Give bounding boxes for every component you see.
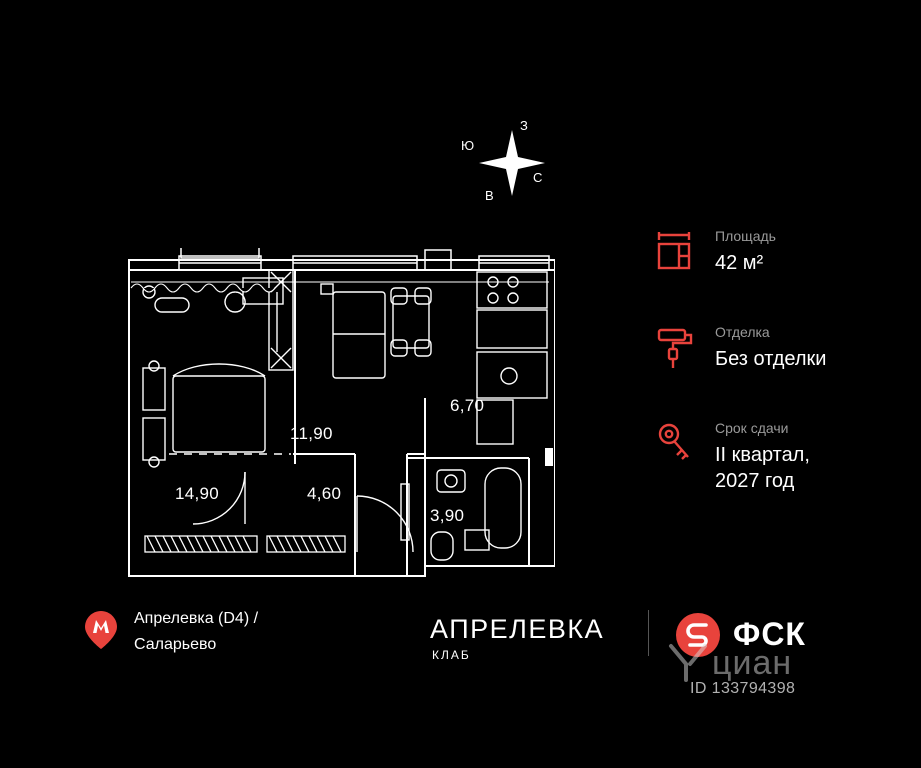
info-title-deadline: Срок сдачи (715, 420, 789, 436)
room-area-living-room: 11,90 (290, 424, 333, 443)
brand-divider (648, 610, 649, 656)
paint-roller-icon (655, 326, 701, 372)
room-area-kitchen: 6,70 (450, 396, 485, 415)
property-info: Площадь 42 м² Отделка Без отделки (655, 228, 895, 534)
info-title-finishing: Отделка (715, 324, 770, 340)
info-value-area: 42 м² (715, 252, 764, 274)
complex-subtitle: КЛАБ (432, 648, 471, 662)
brand-block: АПРЕЛЕВКА КЛАБ ФСК (430, 608, 860, 668)
developer-name: ФСК (733, 616, 806, 652)
complex-name: АПРЕЛЕВКА (430, 614, 605, 644)
cian-logo-icon (669, 644, 707, 682)
watermark-id: ID 133794398 (690, 680, 796, 697)
metro-pin-icon (84, 610, 118, 650)
floor-plan: 11,90 6,70 14,90 4,60 3,90 (125, 248, 555, 580)
info-row-deadline: Срок сдачи II квартал, 2027 год (655, 420, 895, 494)
developer-logo: ФСК (675, 612, 805, 663)
compass-label-north: З (520, 118, 528, 133)
info-value-finishing: Без отделки (715, 348, 827, 370)
info-title-area: Площадь (715, 228, 776, 244)
room-area-bedroom: 14,90 (175, 484, 220, 503)
area-icon (655, 230, 701, 276)
fsk-mark-icon (676, 613, 720, 657)
info-value-deadline-line1: II квартал, (715, 444, 810, 466)
watermark-text: циан (712, 644, 793, 682)
metro-line-2: Саларьево (134, 636, 217, 653)
metro-line-1: Апрелевка (D4) / (134, 610, 259, 627)
compass-label-south: В (485, 188, 494, 203)
info-row-area: Площадь 42 м² (655, 228, 895, 284)
info-value-deadline-line2: 2027 год (715, 470, 795, 492)
room-area-hall: 4,60 (307, 484, 342, 503)
compass-star-icon (479, 130, 545, 196)
compass-label-west: Ю (461, 138, 475, 153)
key-icon (655, 422, 701, 468)
watermark: циан (666, 640, 791, 689)
compass-label-east: С (533, 170, 543, 185)
compass: З Ю С В (455, 118, 565, 210)
room-area-bathroom: 3,90 (430, 506, 465, 525)
info-row-finishing: Отделка Без отделки (655, 324, 895, 380)
floor-plan-drawing (128, 248, 555, 577)
metro-station: Апрелевка (D4) / Саларьево (84, 606, 384, 658)
